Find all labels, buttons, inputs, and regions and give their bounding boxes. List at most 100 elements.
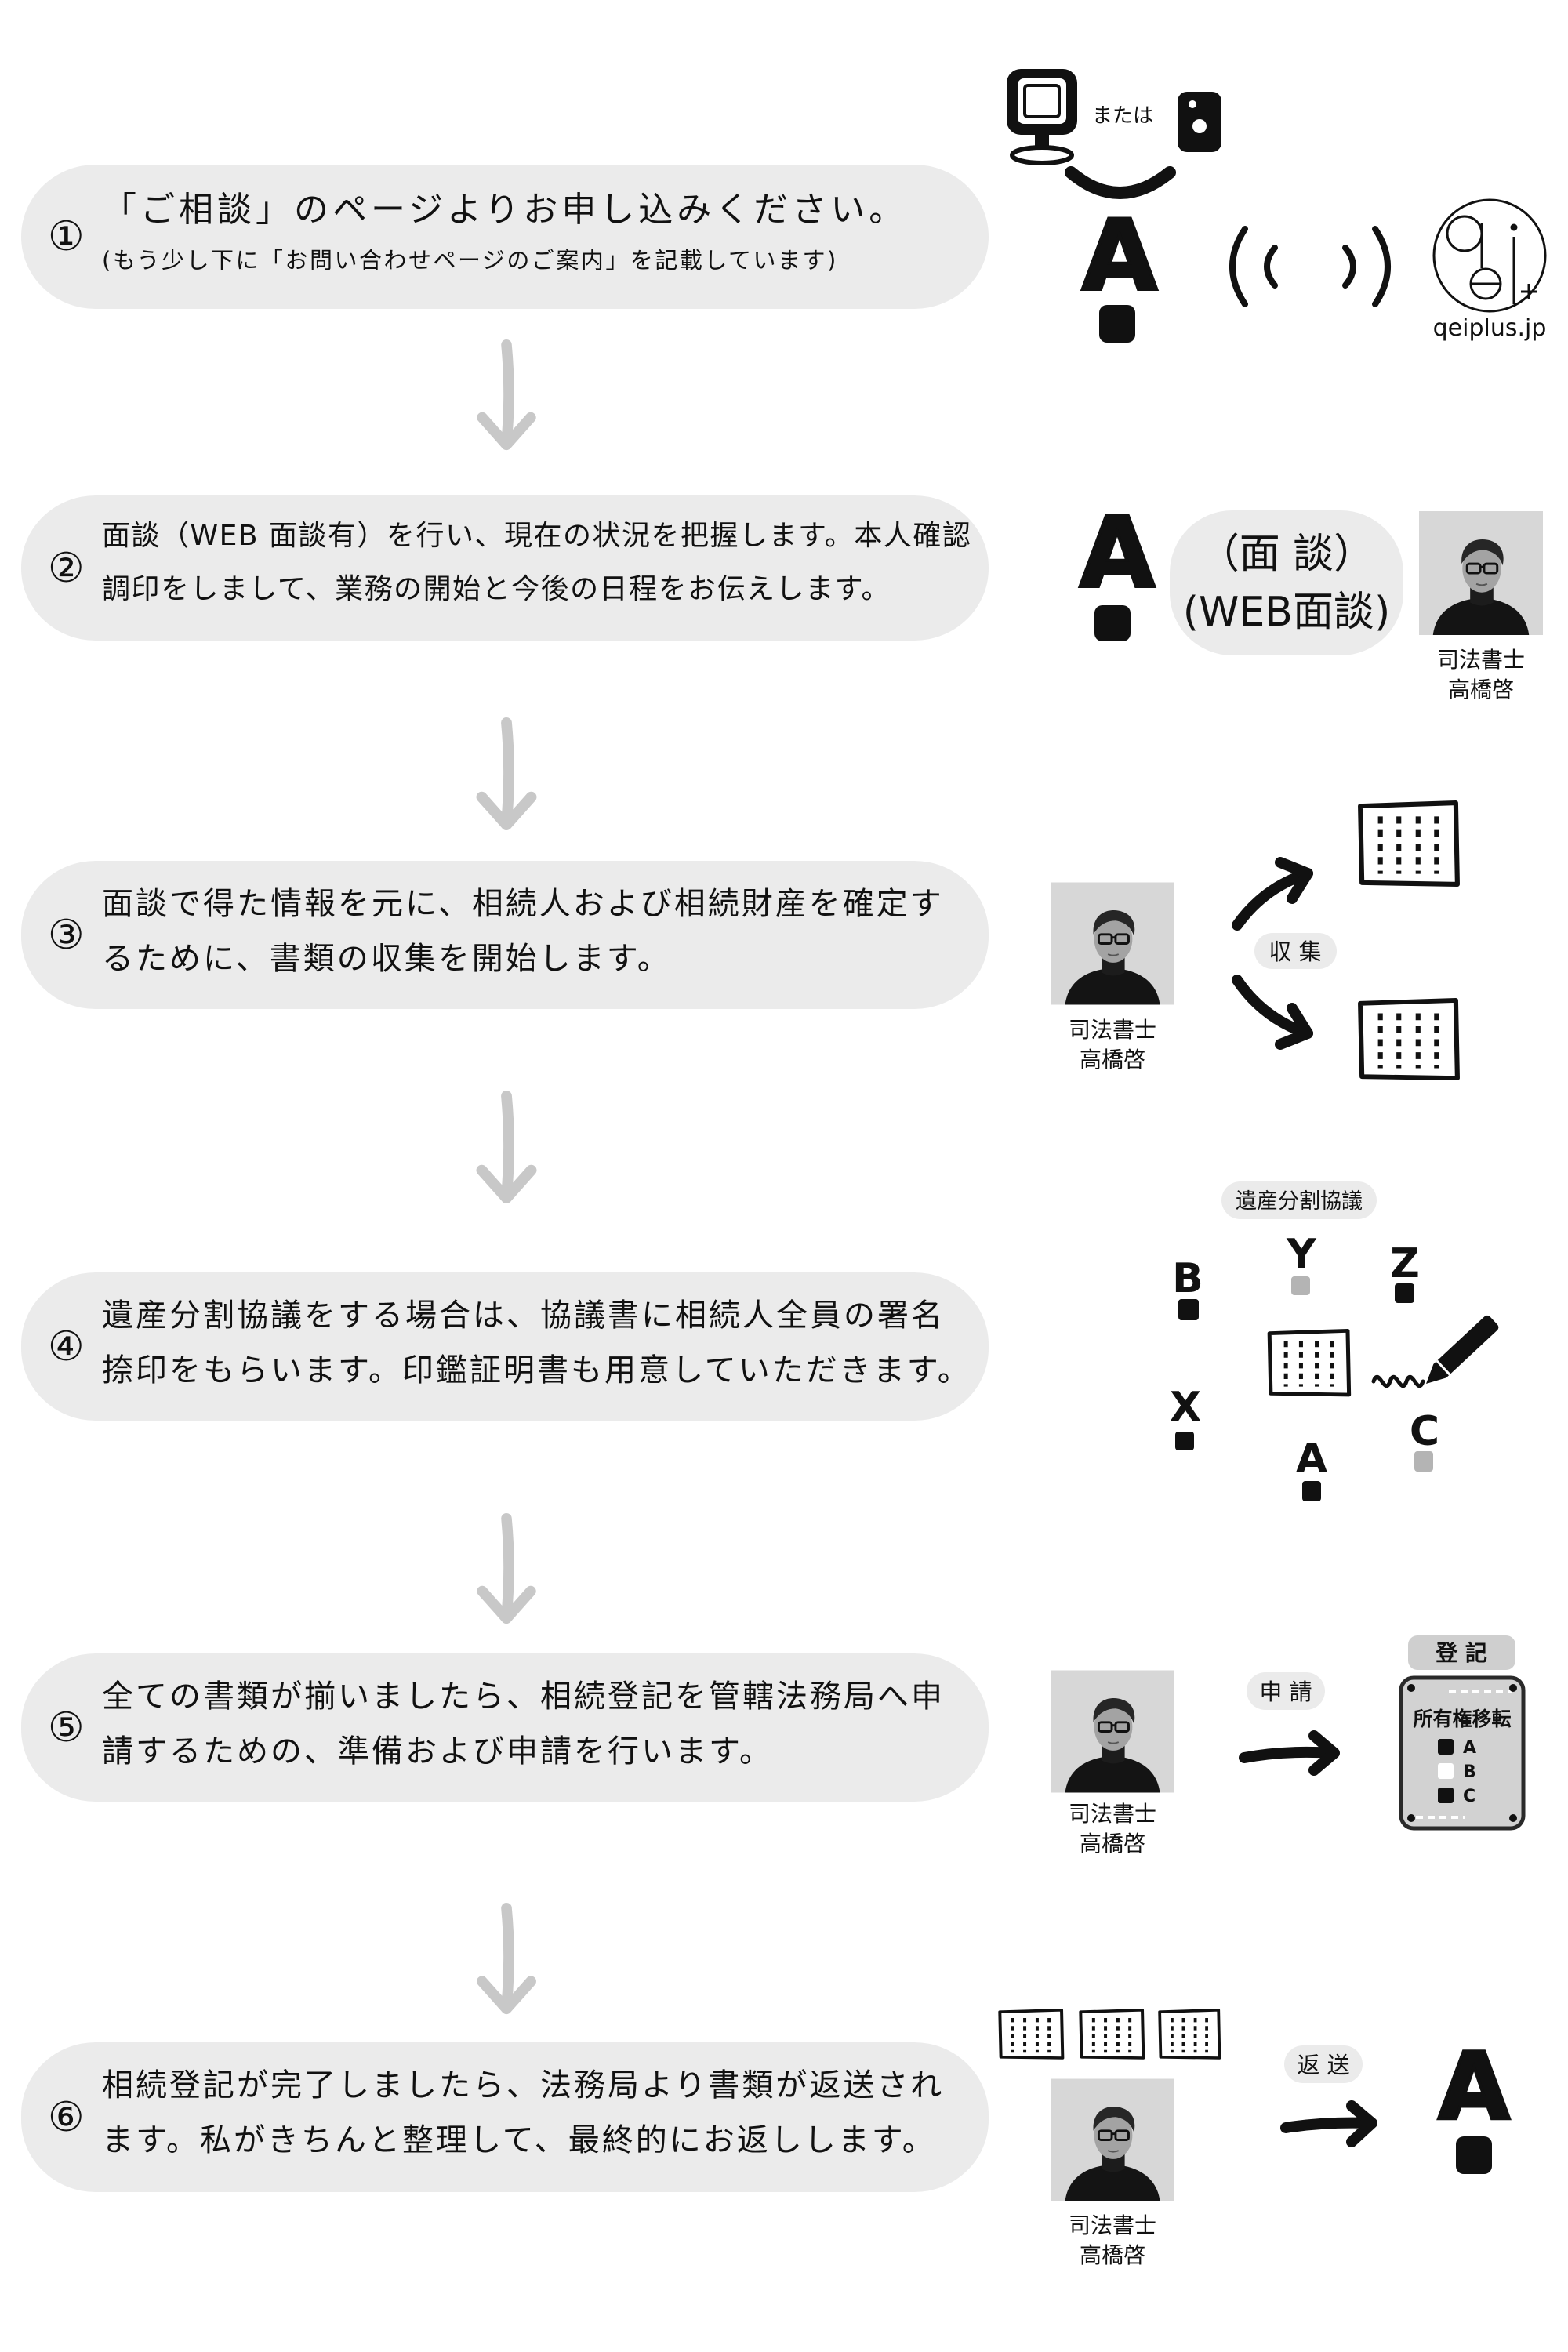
step-line: 調印をしまして、業務の開始と今後の日程をお伝えします。 bbox=[102, 573, 891, 605]
step-number: ① bbox=[48, 213, 85, 260]
registry-card bbox=[1399, 1675, 1526, 1831]
portrait-photo bbox=[1051, 881, 1174, 1006]
step-line: 遺産分割協議をする場合は、協議書に相続人全員の署名 bbox=[102, 1298, 945, 1334]
title-pill bbox=[1221, 1181, 1377, 1219]
step5-figure: 司法書士 高橋啓 申 請 登 記 所有権移転 A B bbox=[1051, 1635, 1526, 1857]
staff-title: 司法書士 bbox=[1069, 1017, 1156, 1043]
step-5-bubble: ⑤ 全ての書類が揃いましたら、相続登記を管轄法務局へ申 請するための、準備および… bbox=[21, 1653, 989, 1802]
step-line: 面談（WEB 面談有）を行い、現在の状況を把握します。本人確認 bbox=[102, 520, 972, 552]
connection-arc bbox=[1065, 166, 1176, 199]
step-1-bubble: ① 「ご相談」のページよりお申し込みください。 (もう少し下に「お問い合わせペー… bbox=[21, 165, 989, 309]
step-line: 「ご相談」のページよりお申し込みください。 bbox=[102, 190, 908, 230]
step-line: るために、書類の収集を開始します。 bbox=[102, 941, 671, 977]
registry-item-mark bbox=[1438, 1788, 1454, 1803]
registry-tag-label: 登 記 bbox=[1435, 1640, 1487, 1666]
pen-icon bbox=[1426, 1315, 1499, 1384]
step-line: 相続登記が完了しましたら、法務局より書類が返送され bbox=[102, 2067, 945, 2103]
party-label: Y bbox=[1286, 1231, 1317, 1278]
registry-item-label: C bbox=[1463, 1787, 1475, 1806]
registry-item-label: B bbox=[1463, 1762, 1476, 1782]
smartphone-icon bbox=[1178, 92, 1221, 152]
step-line: 捺印をもらいます。印鑑証明書も用意していただきます。 bbox=[102, 1352, 971, 1388]
step-line: 全ての書類が揃いましたら、相続登記を管轄法務局へ申 bbox=[102, 1679, 945, 1715]
step2-figure: A （面 談） (WEB面談) 司法書士 高橋啓 bbox=[1078, 495, 1543, 702]
portrait-photo bbox=[1051, 1669, 1174, 1794]
step3-figure: 司法書士 高橋啓 収 集 bbox=[1051, 803, 1457, 1078]
computer-icon bbox=[1007, 69, 1077, 165]
signal-waves-icon bbox=[1229, 226, 1391, 307]
staff-name: 高橋啓 bbox=[1080, 1047, 1145, 1073]
web-meeting-label: (WEB面談) bbox=[1183, 589, 1391, 636]
portrait-photo bbox=[1419, 510, 1543, 636]
flow-arrow-down-icon bbox=[481, 723, 531, 825]
step-2-bubble: ② 面談（WEB 面談有）を行い、現在の状況を把握します。本人確認 調印をしまし… bbox=[21, 495, 989, 641]
action-label: 申 請 bbox=[1259, 1679, 1312, 1705]
client-label: A bbox=[1082, 200, 1157, 313]
party-label: C bbox=[1410, 1408, 1439, 1455]
flow-arrow-down-icon bbox=[482, 1519, 531, 1619]
step4-figure: 遺産分割協議 B Y Z X A C bbox=[1170, 1181, 1499, 1501]
meeting-bubble bbox=[1170, 510, 1403, 655]
return-arrow-icon bbox=[1280, 2100, 1377, 2147]
meeting-label: （面 談） bbox=[1199, 531, 1375, 578]
site-label: qeiplus.jp bbox=[1433, 314, 1547, 342]
staff-name: 高橋啓 bbox=[1080, 1831, 1145, 1857]
party-label: X bbox=[1170, 1384, 1201, 1431]
staff-name: 高橋啓 bbox=[1448, 677, 1514, 702]
qeiplus-logo bbox=[1432, 198, 1547, 313]
submit-arrow-icon bbox=[1239, 1730, 1340, 1776]
registry-item-mark bbox=[1438, 1739, 1454, 1755]
step-text: 面談（WEB 面談有）を行い、現在の状況を把握します。本人確認 調印をしまして、… bbox=[102, 510, 978, 616]
document-icon bbox=[1360, 1000, 1457, 1078]
agreement-title: 遺産分割協議 bbox=[1236, 1189, 1363, 1214]
step-line: 面談で得た情報を元に、相続人および相続財産を確定す bbox=[102, 886, 944, 922]
party-marker bbox=[1175, 1432, 1194, 1450]
step-line: ます。私がきちんと整理して、最終的にお返しします。 bbox=[102, 2122, 936, 2158]
registry-title: 所有権移転 bbox=[1413, 1708, 1511, 1730]
collect-arrow-up-icon bbox=[1232, 857, 1313, 931]
registry-tag bbox=[1408, 1635, 1515, 1670]
party-marker bbox=[1178, 1299, 1199, 1320]
action-pill bbox=[1284, 2045, 1363, 2083]
step-text: 遺産分割協議をする場合は、協議書に相続人全員の署名 捺印をもらいます。印鑑証明書… bbox=[102, 1288, 978, 1398]
step-note: (もう少し下に「お問い合わせページのご案内」を記載しています) bbox=[102, 247, 838, 274]
staff-title: 司法書士 bbox=[1069, 1801, 1156, 1827]
client-marker bbox=[1099, 305, 1135, 343]
staff-title: 司法書士 bbox=[1069, 2212, 1156, 2238]
step-number: ② bbox=[48, 544, 85, 592]
staff-name: 高橋啓 bbox=[1080, 2242, 1145, 2268]
registry-item-label: A bbox=[1463, 1738, 1476, 1758]
step-number: ⑥ bbox=[48, 2093, 85, 2141]
step-text: 相続登記が完了しましたら、法務局より書類が返送され ます。私がきちんと整理して、… bbox=[102, 2058, 978, 2168]
document-icon bbox=[1360, 803, 1457, 884]
signature-squiggle-icon bbox=[1371, 1374, 1425, 1388]
step-6-bubble: ⑥ 相続登記が完了しましたら、法務局より書類が返送され ます。私がきちんと整理し… bbox=[21, 2042, 989, 2192]
step-number: ⑤ bbox=[48, 1704, 85, 1751]
party-label: B bbox=[1172, 1255, 1203, 1302]
document-icon bbox=[998, 2009, 1065, 2060]
party-marker bbox=[1414, 1451, 1433, 1472]
or-label: または bbox=[1092, 104, 1153, 128]
action-pill bbox=[1254, 933, 1337, 969]
step6-figure: 司法書士 高橋啓 返 送 A bbox=[998, 2009, 1512, 2268]
step-text: 面談で得た情報を元に、相続人および相続財産を確定す るために、書類の収集を開始し… bbox=[102, 877, 978, 986]
client-marker bbox=[1456, 2136, 1492, 2174]
party-label: Z bbox=[1390, 1240, 1420, 1287]
flow-arrow-down-icon bbox=[481, 1096, 531, 1198]
party-marker bbox=[1302, 1481, 1321, 1501]
collect-arrow-down-icon bbox=[1232, 975, 1313, 1050]
party-label: A bbox=[1296, 1436, 1327, 1483]
step-text: 全ての書類が揃いましたら、相続登記を管轄法務局へ申 請するための、準備および申請… bbox=[102, 1669, 978, 1779]
step-number: ④ bbox=[48, 1323, 85, 1370]
registry-item-mark bbox=[1438, 1763, 1454, 1779]
flow-arrow-down-icon bbox=[482, 345, 531, 445]
step-3-bubble: ③ 面談で得た情報を元に、相続人および相続財産を確定す るために、書類の収集を開… bbox=[21, 861, 989, 1009]
step-4-bubble: ④ 遺産分割協議をする場合は、協議書に相続人全員の署名 捺印をもらいます。印鑑証… bbox=[21, 1272, 989, 1421]
step-number: ③ bbox=[48, 911, 85, 959]
step-text: 「ご相談」のページよりお申し込みください。 (もう少し下に「お問い合わせページの… bbox=[102, 187, 978, 278]
party-marker bbox=[1291, 1276, 1310, 1295]
step-line: 請するための、準備および申請を行います。 bbox=[102, 1733, 773, 1769]
portrait-photo bbox=[1051, 2078, 1174, 2202]
